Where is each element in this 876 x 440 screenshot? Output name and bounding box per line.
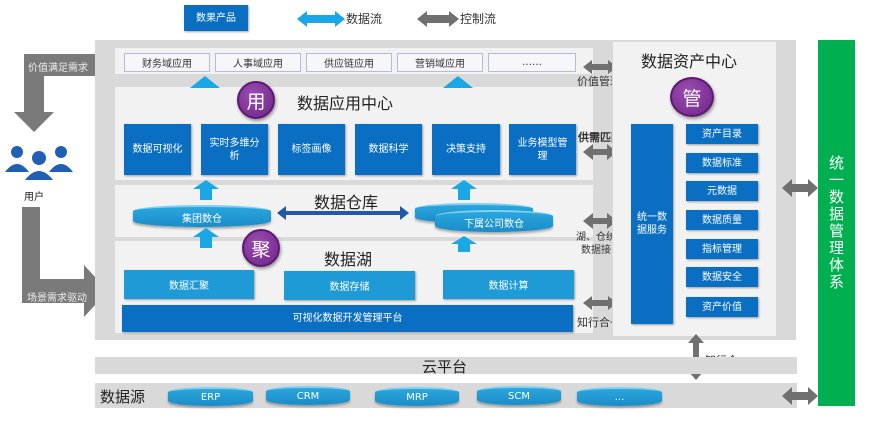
up-arrow-icon <box>451 236 477 252</box>
up-arrow-icon <box>451 180 477 200</box>
lake-item-storage: 数据存储 <box>284 271 415 300</box>
up-arrow-icon <box>443 76 473 88</box>
source-scm: SCM <box>477 386 561 405</box>
lake-title: 数据湖 <box>324 250 373 269</box>
app-marketing: 营销域应用 <box>397 53 483 72</box>
lake-item-aggregation: 数据汇聚 <box>124 270 254 299</box>
governance-source-arrow-icon <box>782 387 818 405</box>
app-item-tag-profile: 标签画像 <box>278 124 345 175</box>
application-center-title: 数据应用中心 <box>297 94 394 113</box>
up-arrow-icon <box>193 228 219 248</box>
asset-center-title: 数据资产中心 <box>641 52 738 71</box>
data-sources-label: 数据源 <box>100 388 146 406</box>
group-dw-cylinder: 集团数仓 <box>133 205 271 227</box>
cloud-platform-label: 云平台 <box>422 358 468 376</box>
app-hr: 人事域应用 <box>215 53 301 72</box>
asset-item-catalog: 资产目录 <box>686 124 758 144</box>
value-satisfy-label: 价值满足需求 <box>28 63 88 74</box>
knowledge-action-arrow-icon <box>583 296 617 310</box>
value-mgmt-label: 价值管理 <box>577 75 621 88</box>
app-item-olap: 实时多维分析 <box>201 124 268 175</box>
legend-data-flow-label: 数据流 <box>346 12 383 26</box>
warehouse-link-arrow-icon <box>277 206 409 220</box>
legend-product-swatch: 数果产品 <box>184 5 248 31</box>
source-more: ... <box>577 387 662 406</box>
legend-control-flow-label: 控制流 <box>460 12 497 26</box>
asset-item-standard: 数据标准 <box>686 153 758 173</box>
control-flow-arrow-icon <box>417 11 459 27</box>
app-item-data-science: 数据科学 <box>355 124 422 175</box>
asset-item-value: 资产价值 <box>686 297 758 317</box>
source-mrp: MRP <box>375 387 459 406</box>
app-item-visualization: 数据可视化 <box>124 124 191 175</box>
scenario-drive-label: 场景需求驱动 <box>27 293 87 304</box>
warehouse-title: 数据仓库 <box>314 193 379 212</box>
asset-item-security: 数据安全 <box>686 267 758 287</box>
user-label: 用户 <box>24 192 44 203</box>
aggregate-badge: 聚 <box>242 229 280 267</box>
unified-data-service: 统一数据服务 <box>631 124 673 324</box>
asset-item-metadata: 元数据 <box>686 181 758 201</box>
up-arrow-icon <box>193 180 219 200</box>
value-mgmt-arrow-icon <box>583 60 617 74</box>
use-badge: 用 <box>237 81 275 119</box>
knowledge-action-label: 知行合一 <box>577 316 621 329</box>
app-supply-chain: 供应链应用 <box>306 53 392 72</box>
data-flow-arrow-icon <box>297 11 345 27</box>
source-erp: ERP <box>168 387 253 406</box>
lake-item-compute: 数据计算 <box>443 270 574 299</box>
app-finance: 财务域应用 <box>124 53 210 72</box>
manage-badge: 管 <box>670 77 714 117</box>
governance-label: 统一数据管理体系 <box>827 155 845 291</box>
scenario-drive-arrow-icon <box>22 207 108 317</box>
supply-demand-label: 供需匹配 <box>578 131 622 144</box>
governance-bar: 统一数据管理体系 <box>818 40 855 406</box>
asset-item-quality: 数据质量 <box>686 210 758 230</box>
asset-item-metrics: 指标管理 <box>686 239 758 259</box>
dev-platform-bar: 可视化数据开发管理平台 <box>122 305 573 332</box>
app-more: …… <box>488 53 576 72</box>
supply-demand-arrow-icon <box>583 144 617 160</box>
unified-interface-arrow-icon <box>583 213 617 229</box>
app-item-business-model: 业务模型管理 <box>509 124 576 175</box>
value-feedback-arrow-icon <box>14 54 98 132</box>
unified-interface-label: 湖、仓统一数据接口 <box>576 232 626 256</box>
governance-link-arrow-icon <box>782 179 818 197</box>
users-icon <box>5 146 73 180</box>
app-item-decision-support: 决策支持 <box>432 124 500 175</box>
sub-dw-cylinder: 下属公司数仓 <box>435 210 553 232</box>
cloud-platform-bar <box>95 357 797 374</box>
source-crm: CRM <box>266 386 350 405</box>
up-arrow-icon <box>190 76 220 88</box>
